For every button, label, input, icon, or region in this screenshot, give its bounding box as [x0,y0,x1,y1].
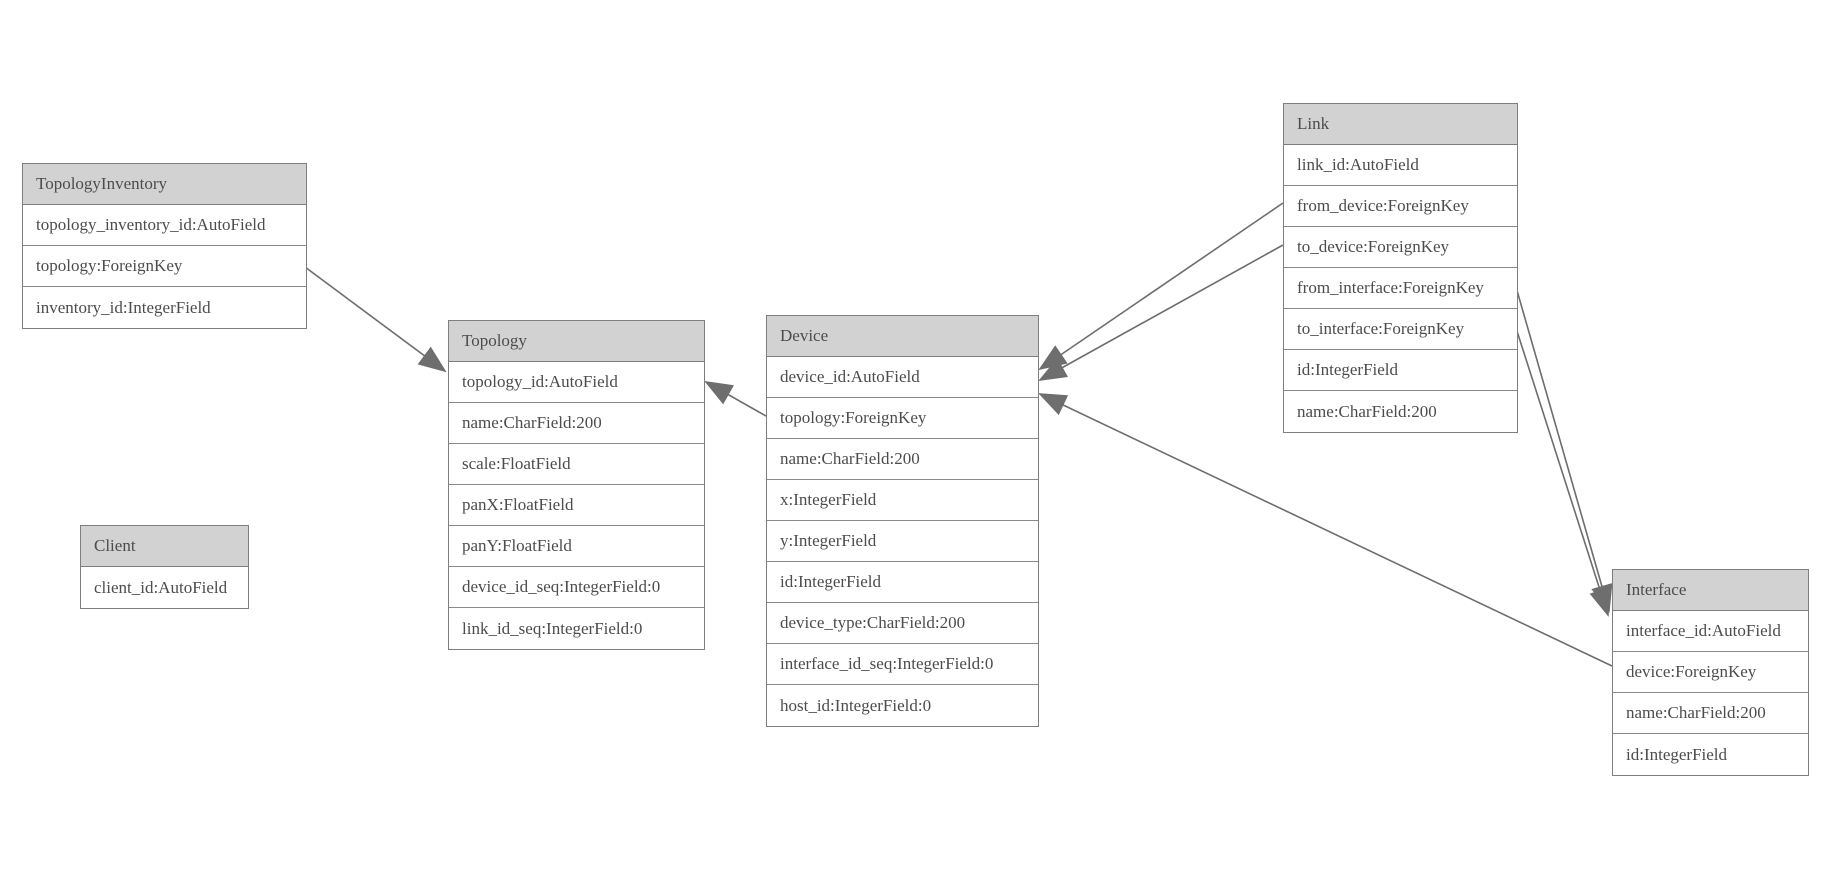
entity-field-row: link_id:AutoField [1284,145,1517,186]
entity-field-row: topology:ForeignKey [767,398,1038,439]
entity-field-row: panX:FloatField [449,485,704,526]
entity-field-row: id:IntegerField [1284,350,1517,391]
entity-field-row: link_id_seq:IntegerField:0 [449,608,704,649]
entity-field-row: scale:FloatField [449,444,704,485]
entity-field-row: client_id:AutoField [81,567,248,608]
entity-field-row: name:CharField:200 [1284,391,1517,432]
entity-title-interface: Interface [1613,570,1808,611]
entity-field-row: name:CharField:200 [1613,693,1808,734]
entity-field-row: y:IntegerField [767,521,1038,562]
entity-title-client: Client [81,526,248,567]
entity-field-row: id:IntegerField [1613,734,1808,775]
entity-title-link: Link [1284,104,1517,145]
entity-field-row: to_device:ForeignKey [1284,227,1517,268]
entity-title-topologyinventory: TopologyInventory [23,164,306,205]
entity-field-row: panY:FloatField [449,526,704,567]
entity-field-row: x:IntegerField [767,480,1038,521]
entity-field-row: from_interface:ForeignKey [1284,268,1517,309]
entity-title-topology: Topology [449,321,704,362]
entity-field-row: topology_id:AutoField [449,362,704,403]
entity-field-row: interface_id:AutoField [1613,611,1808,652]
entity-field-row: from_device:ForeignKey [1284,186,1517,227]
entity-field-row: name:CharField:200 [767,439,1038,480]
entity-field-row: topology_inventory_id:AutoField [23,205,306,246]
entity-field-row: name:CharField:200 [449,403,704,444]
entity-field-row: interface_id_seq:IntegerField:0 [767,644,1038,685]
entity-field-row: id:IntegerField [767,562,1038,603]
entity-field-row: device_id:AutoField [767,357,1038,398]
entity-field-row: device_id_seq:IntegerField:0 [449,567,704,608]
entity-title-device: Device [767,316,1038,357]
entity-field-row: topology:ForeignKey [23,246,306,287]
entity-field-row: device:ForeignKey [1613,652,1808,693]
entity-field-row: inventory_id:IntegerField [23,287,306,328]
entity-field-row: host_id:IntegerField:0 [767,685,1038,726]
entity-field-row: to_interface:ForeignKey [1284,309,1517,350]
entity-field-row: device_type:CharField:200 [767,603,1038,644]
